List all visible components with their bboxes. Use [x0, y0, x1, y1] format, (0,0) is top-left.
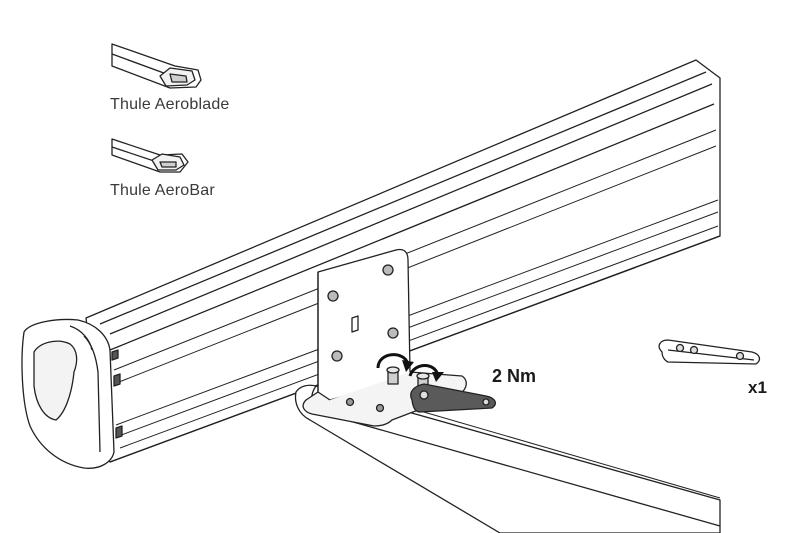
bar-end-cap: [21, 318, 115, 469]
aeroblade-label: Thule Aeroblade: [110, 96, 230, 113]
aeroblade-bar-profile-icon: [111, 43, 202, 89]
aerobar-profile-icon: [111, 138, 189, 173]
bolt-left: [386, 366, 400, 385]
clamp-plate: [410, 383, 497, 413]
arrow-head-left-icon: [402, 360, 414, 372]
lower-rail: [294, 384, 721, 533]
aerobar-label: Thule AeroBar: [110, 182, 215, 199]
spare-clamp-plate: [658, 339, 761, 365]
arrow-head-right-icon: [432, 372, 444, 382]
torque-value: 2 Nm: [492, 366, 537, 386]
quantity-label: x1: [748, 378, 767, 397]
